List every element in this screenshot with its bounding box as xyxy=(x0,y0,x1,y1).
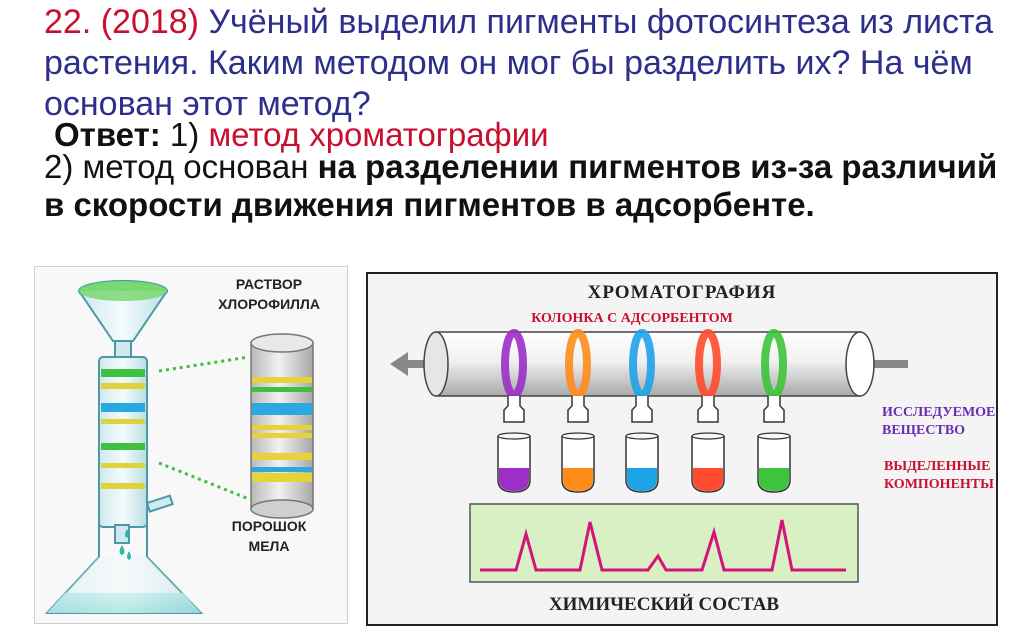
column-taps xyxy=(503,396,785,423)
pigment-band xyxy=(629,329,655,399)
pigment-band xyxy=(695,329,721,399)
peaks-line xyxy=(480,519,846,572)
question-number: 22. (2018) xyxy=(44,3,199,41)
answer-line-1: Ответ: 1) метод хроматографии xyxy=(54,116,549,154)
column-label: КОЛОНКА С АДСОРБЕНТОМ xyxy=(531,311,733,326)
left-figure-panel: РАСТВОР ХЛОРОФИЛЛА ПОРОШОК МЕЛА xyxy=(34,266,348,624)
column-apparatus-illustration: РАСТВОР ХЛОРОФИЛЛА ПОРОШОК МЕЛА xyxy=(44,276,320,614)
tube-liquid xyxy=(627,468,657,491)
tube-rim xyxy=(497,432,531,440)
pigment-band xyxy=(501,329,527,399)
answer-label: Ответ: xyxy=(54,116,161,153)
label-substance-1: ИССЛЕДУЕМОЕ xyxy=(882,405,995,420)
label-chalk-2: МЕЛА xyxy=(249,538,290,554)
arrow-left-icon xyxy=(390,352,426,376)
answer-item1-prefix: 1) xyxy=(160,116,200,153)
pigment-band xyxy=(565,329,591,399)
tube-rim xyxy=(561,432,595,440)
pigment-bands xyxy=(501,329,787,399)
answer-item2-bold: на разделении пигментов из-за различий в… xyxy=(44,148,998,223)
label-solution-1: РАСТВОР xyxy=(236,276,302,292)
question-text: 22. (2018) Учёный выделил пигменты фотос… xyxy=(44,2,1004,125)
answer-line-2: 2) метод основан на разделении пигментов… xyxy=(44,148,1004,224)
label-chalk-1: ПОРОШОК xyxy=(232,518,307,534)
column-tap xyxy=(631,396,653,423)
answer-item2-prefix: 2) метод основан xyxy=(44,148,318,185)
question-body: Учёный выделил пигменты фотосинтеза из л… xyxy=(44,3,994,123)
column-tap xyxy=(697,396,719,423)
connector-bottom xyxy=(158,461,250,501)
tube-rim xyxy=(757,432,791,440)
answer-item1-text: метод хроматографии xyxy=(199,116,549,153)
glass-column-icon xyxy=(98,356,148,555)
label-components-2: КОМПОНЕНТЫ xyxy=(884,477,994,492)
tube-liquid xyxy=(499,468,529,491)
collection-tubes xyxy=(497,432,791,493)
tube-rim xyxy=(691,432,725,440)
column-tap xyxy=(503,396,525,423)
funnel-icon xyxy=(78,280,168,364)
pigment-band xyxy=(761,329,787,399)
chromatography-diagram: ХРОМАТОГРАФИЯ КОЛОНКА С АДСОРБЕНТОМ ИССЛ… xyxy=(390,282,995,615)
chemical-composition-label: ХИМИЧЕСКИЙ СОСТАВ xyxy=(549,593,780,615)
tube-rim xyxy=(625,432,659,440)
flask-icon xyxy=(44,494,204,614)
tube-liquid xyxy=(693,468,723,491)
tube-liquid xyxy=(563,468,593,491)
chromatography-title: ХРОМАТОГРАФИЯ xyxy=(588,282,777,303)
connector-top xyxy=(158,355,250,373)
label-components-1: ВЫДЕЛЕННЫЕ xyxy=(884,459,991,474)
column-tap xyxy=(567,396,589,423)
right-figure-panel: ХРОМАТОГРАФИЯ КОЛОНКА С АДСОРБЕНТОМ ИССЛ… xyxy=(366,272,998,626)
tube-liquid xyxy=(759,468,789,491)
chalk-cylinder-icon xyxy=(250,333,314,519)
column-tap xyxy=(763,396,785,423)
label-substance-2: ВЕЩЕСТВО xyxy=(882,423,965,438)
label-solution-2: ХЛОРОФИЛЛА xyxy=(218,296,320,312)
